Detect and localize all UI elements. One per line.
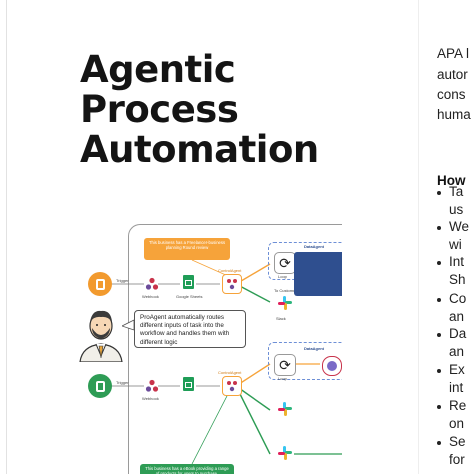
- section-heading: How: [437, 173, 466, 188]
- bullet-dot: [437, 298, 441, 302]
- title-line-2: Process: [80, 88, 239, 131]
- bullet-text: int: [449, 380, 464, 395]
- trigger-top-label: Trigger: [116, 278, 129, 283]
- to-customer-label: To Customer: [274, 288, 297, 293]
- bullet-text: Sh: [449, 272, 466, 287]
- bullet-text: an: [449, 344, 465, 359]
- page-title: Agentic Process Automation: [80, 50, 380, 170]
- bullet-text: Da: [449, 326, 467, 341]
- webhook-icon: [144, 276, 160, 292]
- bullet-text: Ta: [449, 184, 464, 199]
- intro-line-1: APA l: [437, 46, 470, 61]
- intro-line-4: huma: [437, 107, 471, 122]
- slack-label: Slack: [276, 316, 286, 321]
- sheets-label-top: Google Sheets: [176, 294, 203, 299]
- bullet-dot: [437, 191, 441, 195]
- right-text-panel: APA l autor cons huma How Ta us We wi In…: [437, 0, 474, 474]
- webhook-label-top: Webhook: [142, 294, 159, 299]
- bullet-text: We: [449, 219, 470, 234]
- bullet-text: for: [449, 452, 465, 467]
- bullet-text: on: [449, 416, 465, 431]
- loop-box-bottom: [268, 342, 342, 380]
- bullet-text: Co: [449, 291, 467, 306]
- bullet-text: Re: [449, 398, 467, 413]
- bullet-dot: [437, 333, 441, 337]
- bullet-text: an: [449, 309, 465, 324]
- workflow-diagram: Trigger Trigger Webhook Webhook Google S…: [72, 222, 342, 474]
- robot-icon: [222, 376, 242, 396]
- title-line-1: Agentic: [80, 48, 236, 91]
- slack-icon: [276, 294, 294, 312]
- bullet-dot: [437, 226, 441, 230]
- data-agent-label-top: DataAgent: [304, 244, 325, 249]
- webhook-icon: [144, 378, 160, 394]
- bullet-text: us: [449, 202, 464, 217]
- control-agent-label-bottom: ControlAgent: [218, 370, 242, 375]
- trigger-bottom-clipboard-icon: [88, 374, 112, 398]
- blue-note: [294, 252, 342, 296]
- intro-line-2: autor: [437, 67, 468, 82]
- bullet-text: wi: [449, 237, 462, 252]
- agent-avatar-icon: [322, 356, 342, 376]
- bullet-dot: [437, 405, 441, 409]
- title-line-3: Automation: [80, 128, 319, 171]
- bullet-dot: [437, 261, 441, 265]
- speech-bubble: ProAgent automatically routes different …: [134, 310, 246, 348]
- control-agent-label-top: ControlAgent: [218, 268, 242, 273]
- callout-orange: This business has a Freelancer-business …: [144, 238, 230, 260]
- loop-label-bottom: Loop: [278, 376, 287, 381]
- sync-icon: ⟳: [274, 252, 296, 274]
- person-icon: [78, 306, 124, 363]
- trigger-bottom-label: Trigger: [116, 380, 129, 385]
- intro-line-3: cons: [437, 87, 466, 102]
- bullet-text: Int: [449, 254, 465, 269]
- sync-icon: ⟳: [274, 354, 296, 376]
- bullet-text: Se: [449, 434, 466, 449]
- slack-icon: [276, 400, 294, 418]
- slack-icon: [276, 444, 294, 462]
- trigger-top-clipboard-icon: [88, 272, 112, 296]
- speech-pointer: [122, 319, 135, 331]
- bullet-dot: [437, 369, 441, 373]
- robot-icon: [222, 274, 242, 294]
- right-divider: [418, 0, 419, 474]
- data-agent-label-bottom: DataAgent: [304, 346, 325, 351]
- sheets-icon: [180, 274, 196, 290]
- bullet-text: Ex: [449, 362, 465, 377]
- callout-green: This business has a eBook providing a ra…: [140, 464, 234, 474]
- webhook-label-bottom: Webhook: [142, 396, 159, 401]
- left-border: [6, 0, 7, 474]
- sheets-icon: [180, 376, 196, 392]
- loop-label-top: Loop: [278, 274, 287, 279]
- bullet-dot: [437, 441, 441, 445]
